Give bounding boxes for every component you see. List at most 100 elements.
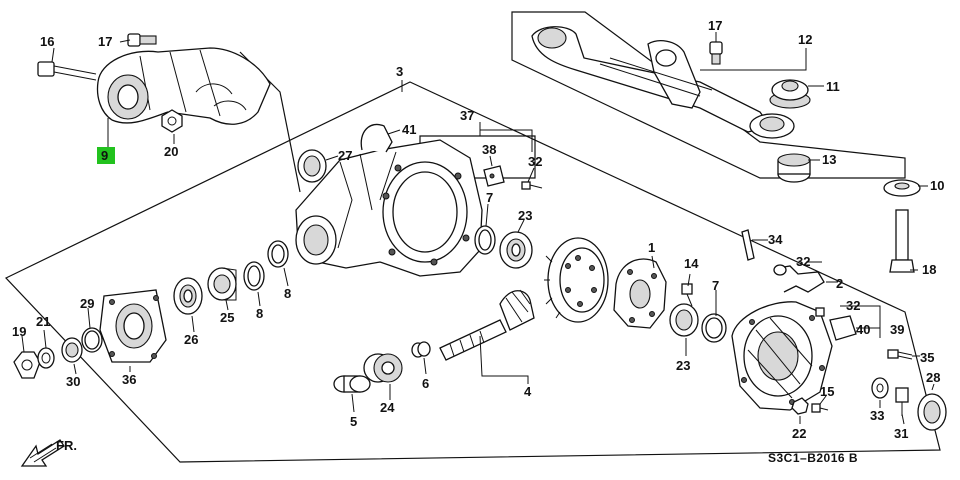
bolt-18 xyxy=(889,209,915,273)
diff-mount-9 xyxy=(96,47,271,125)
seal-28 xyxy=(917,393,947,431)
label-17-right: 17 xyxy=(708,18,722,33)
bearing-23-upper xyxy=(499,231,533,269)
label-5: 5 xyxy=(350,414,357,429)
leader-lines xyxy=(21,32,935,425)
diagram-code: S3C1–B2016 B xyxy=(768,451,858,465)
label-29: 29 xyxy=(80,296,94,311)
label-30: 30 xyxy=(66,374,80,389)
plug-31 xyxy=(895,387,909,416)
bracket-40 xyxy=(829,315,857,341)
flange-36 xyxy=(99,289,167,363)
label-10: 10 xyxy=(930,178,944,193)
label-12: 12 xyxy=(798,32,812,47)
bolt-17-right xyxy=(709,41,723,65)
label-24: 24 xyxy=(380,400,395,415)
bolt-32-lower xyxy=(815,307,825,317)
label-19: 19 xyxy=(12,324,26,339)
bolt-16 xyxy=(37,61,97,81)
collar-5 xyxy=(333,375,371,393)
label-1: 1 xyxy=(648,240,655,255)
ring-8-upper xyxy=(267,240,289,268)
label-18: 18 xyxy=(922,262,936,277)
label-16: 16 xyxy=(40,34,54,49)
bearing-26 xyxy=(173,277,203,315)
ring-29 xyxy=(81,327,103,353)
label-23-lower: 23 xyxy=(676,358,690,373)
label-31: 31 xyxy=(894,426,908,441)
plate-38 xyxy=(483,165,505,187)
bushing-13 xyxy=(777,153,811,183)
washer-33 xyxy=(871,377,889,399)
label-34: 34 xyxy=(768,232,783,247)
bearing-23-lower xyxy=(669,303,699,337)
rear-cover xyxy=(731,301,833,411)
highlight-box-9 xyxy=(97,147,115,164)
label-7-upper: 7 xyxy=(486,190,493,205)
label-40: 40 xyxy=(856,322,870,337)
spring-6 xyxy=(411,341,431,358)
label-33: 33 xyxy=(870,408,884,423)
label-13: 13 xyxy=(822,152,836,167)
bracket-41 xyxy=(360,123,393,153)
label-41: 41 xyxy=(402,122,416,137)
callout-labels: 16 17 9 20 3 41 27 37 38 32 7 23 21 29 1… xyxy=(12,18,944,441)
label-15: 15 xyxy=(820,384,834,399)
bracket-2 xyxy=(773,264,825,293)
label-32-middle: 32 xyxy=(796,254,810,269)
diff-case-1 xyxy=(613,258,667,329)
label-3: 3 xyxy=(396,64,403,79)
washer-10 xyxy=(883,179,921,197)
label-2: 2 xyxy=(836,276,843,291)
washer-21 xyxy=(37,347,55,369)
oring-7-upper xyxy=(474,225,496,255)
oring-7-lower xyxy=(701,313,727,343)
label-6: 6 xyxy=(422,376,429,391)
label-27: 27 xyxy=(338,148,352,163)
label-8-lower: 8 xyxy=(256,306,263,321)
nut-19 xyxy=(13,351,41,379)
bolt-15 xyxy=(811,403,829,413)
front-arrow-icon xyxy=(20,439,65,467)
seal-30 xyxy=(61,337,83,363)
label-26: 26 xyxy=(184,332,198,347)
label-35: 35 xyxy=(920,350,934,365)
label-39: 39 xyxy=(890,322,904,337)
label-7-lower: 7 xyxy=(712,278,719,293)
label-37: 37 xyxy=(460,108,474,123)
nut-22 xyxy=(791,397,809,415)
label-25: 25 xyxy=(220,310,234,325)
front-marker-text: FR. xyxy=(56,438,77,453)
front-direction-marker: FR. xyxy=(20,438,77,467)
label-17-left: 17 xyxy=(98,34,112,49)
label-21: 21 xyxy=(36,314,50,329)
label-14: 14 xyxy=(684,256,699,271)
pin-34 xyxy=(741,229,755,261)
label-11: 11 xyxy=(826,79,840,94)
main-frame xyxy=(5,81,941,463)
label-8-upper: 8 xyxy=(284,286,291,301)
diff-carrier-3 xyxy=(295,139,483,277)
bearing-24 xyxy=(363,353,403,383)
label-32-upper: 32 xyxy=(528,154,542,169)
label-32-lower: 32 xyxy=(846,298,860,313)
pinion-gear-4 xyxy=(439,289,535,361)
ring-8-lower xyxy=(243,261,265,291)
arm-frame-12 xyxy=(511,11,906,179)
bolt-32-upper xyxy=(521,181,543,190)
bolt-14 xyxy=(681,283,693,307)
bolt-17-left xyxy=(127,33,157,47)
label-9: 9 xyxy=(101,148,108,163)
label-36: 36 xyxy=(122,372,136,387)
label-38: 38 xyxy=(482,142,496,157)
nut-20 xyxy=(161,109,183,133)
seal-27 xyxy=(297,149,327,183)
bolt-35 xyxy=(887,349,913,360)
label-23-upper: 23 xyxy=(518,208,532,223)
bearing-25 xyxy=(207,267,237,301)
label-20: 20 xyxy=(164,144,178,159)
arm-12 xyxy=(531,26,795,139)
bushing-11 xyxy=(769,79,811,109)
